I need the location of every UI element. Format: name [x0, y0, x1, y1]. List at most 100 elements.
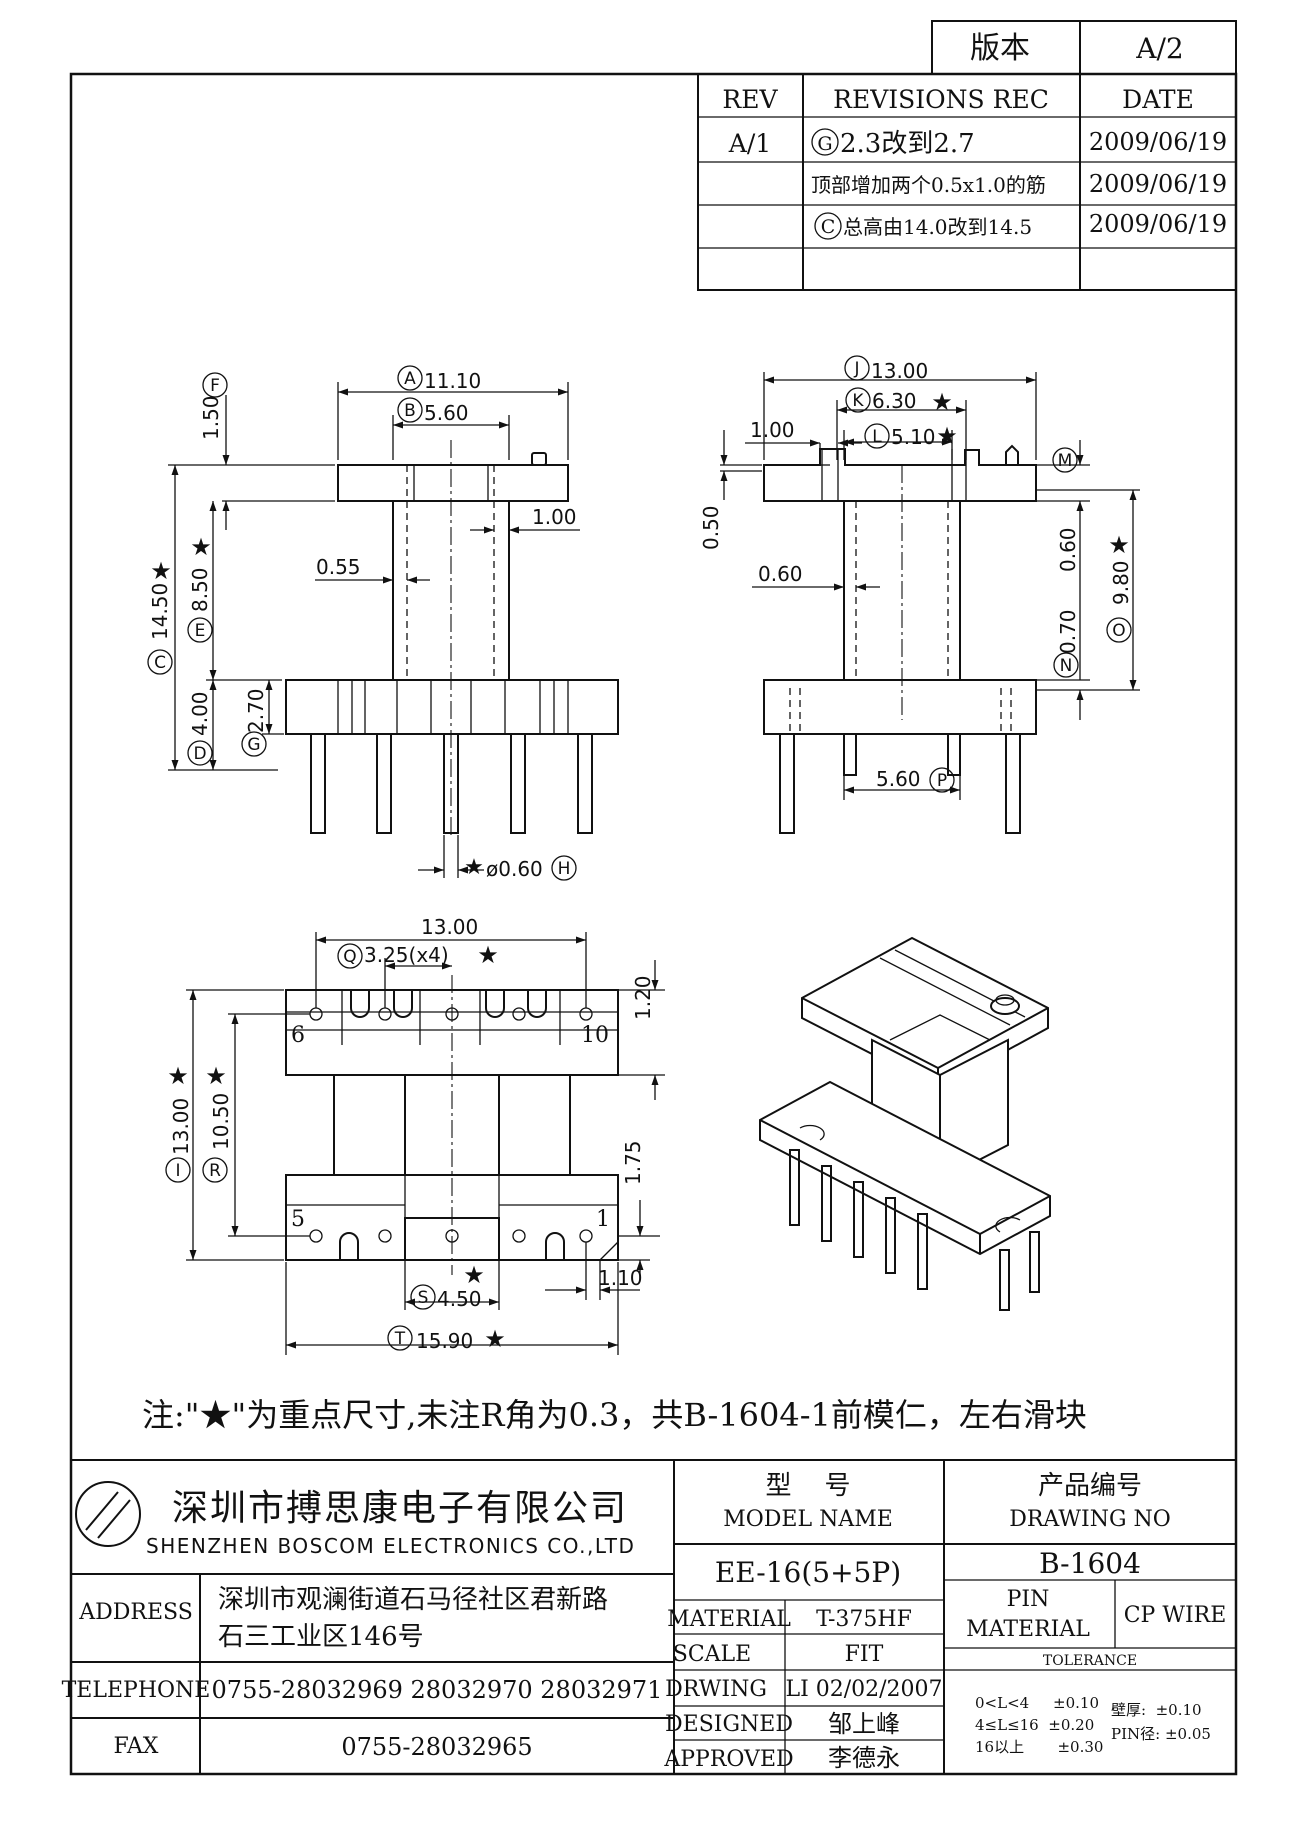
bottom-dim-i: 13.00 — [169, 1098, 193, 1155]
rev-header-date: DATE — [1122, 85, 1194, 114]
front-dim-b: 5.60 — [424, 401, 469, 425]
company-name-en: SHENZHEN BOSCOM ELECTRONICS CO.,LTD — [146, 1534, 635, 1558]
tolerance-label: TOLERANCE — [1043, 1653, 1137, 1669]
bottom-view: 6 10 5 1 ★ 13.00 Q 3.25 — [165, 915, 665, 1355]
front-label-f: F — [210, 376, 220, 396]
telephone-value: 0755-28032969 28032970 28032971 — [212, 1676, 663, 1704]
side-dim-p: 5.60 — [876, 767, 921, 791]
rev-row2-text: 顶部增加两个0.5x1.0的筋 — [811, 173, 1046, 197]
drwing-value: LI 02/02/2007 — [785, 1677, 942, 1702]
side-dim-m: 0.60 — [1056, 527, 1080, 572]
bottom-dim-one: 1.10 — [598, 1266, 643, 1290]
isometric-view — [759, 936, 1051, 1311]
side-star-k: ★ — [931, 388, 953, 416]
address-line2: 石三工业区146号 — [218, 1622, 424, 1652]
pin-label-5: 5 — [291, 1207, 305, 1232]
front-label-c: C — [154, 653, 166, 673]
side-star-o: ★ — [1108, 531, 1130, 559]
side-label-n: N — [1060, 656, 1073, 676]
model-label-en: MODEL NAME — [723, 1507, 893, 1532]
front-dim-e: 8.50 — [188, 567, 212, 612]
front-dim-d: 4.00 — [188, 691, 212, 736]
drawing-no-value: B-1604 — [1039, 1547, 1141, 1580]
front-label-e: E — [195, 621, 206, 641]
tolerance-row2: 4≤L≤16 ±0.20 — [975, 1716, 1094, 1734]
side-dim-one: 1.00 — [750, 418, 795, 442]
front-view: A 11.10 B 5.60 1.00 0.55 F 1.50 14.50 C … — [147, 365, 619, 881]
telephone-label: TELEPHONE — [62, 1678, 211, 1703]
bottom-star-i: ★ — [167, 1062, 189, 1090]
rev-row1-date: 2009/06/19 — [1089, 128, 1227, 156]
side-label-p: P — [937, 771, 947, 791]
bottom-label-r: R — [209, 1161, 221, 1181]
bottom-dim-width: 13.00 — [421, 915, 478, 939]
front-label-b: B — [404, 401, 416, 421]
tolerance-wall: 壁厚: ±0.10 — [1111, 1701, 1202, 1719]
address-label: ADDRESS — [78, 1600, 193, 1625]
bottom-dim-t: 15.90 — [416, 1329, 473, 1353]
drawing-no-label-en: DRAWING NO — [1009, 1507, 1171, 1532]
scale-value: FIT — [845, 1642, 884, 1667]
front-label-g: G — [247, 735, 260, 755]
front-dim-c: 14.50 — [148, 583, 172, 640]
material-label: MATERIAL — [667, 1607, 791, 1632]
front-dim-f: 1.50 — [199, 395, 223, 440]
fax-value: 0755-28032965 — [341, 1733, 532, 1761]
bottom-dim-gap: 1.75 — [621, 1140, 645, 1185]
front-star-e: ★ — [190, 533, 212, 561]
model-label-cn: 型 号 — [765, 1471, 850, 1501]
bottom-dim-q: 3.25(x4) — [364, 943, 449, 967]
side-dim-wall: 0.60 — [758, 562, 803, 586]
company-logo-icon — [75, 1481, 141, 1547]
bottom-label-t: T — [394, 1329, 406, 1349]
drwing-label: DRWING — [665, 1677, 767, 1702]
front-star-c: ★ — [150, 557, 172, 585]
version-label: 版本 — [970, 31, 1030, 66]
bottom-dim-top: 1.20 — [631, 975, 655, 1020]
bottom-label-i: I — [175, 1161, 180, 1181]
revision-table: REV REVISIONS REC DATE A/1 G 2.3改到2.7 20… — [697, 73, 1237, 291]
rev-row3-text: 总高由14.0改到14.5 — [843, 215, 1032, 239]
front-label-a: A — [404, 369, 416, 389]
drawing-no-label-cn: 产品编号 — [1038, 1471, 1142, 1501]
side-label-o: O — [1112, 621, 1125, 641]
side-star-l: ★ — [936, 422, 958, 450]
front-dim-h: ø0.60 — [486, 857, 543, 881]
designed-value: 邹上峰 — [828, 1710, 900, 1738]
side-dim-o: 9.80 — [1109, 560, 1133, 605]
side-dim-l: 5.10 — [891, 425, 936, 449]
front-dim-g: 2.70 — [244, 688, 268, 733]
rev-row3-date: 2009/06/19 — [1089, 210, 1227, 238]
designed-label: DESIGNED — [665, 1712, 793, 1737]
bottom-star-center: ★ — [463, 1261, 485, 1289]
fax-label: FAX — [114, 1734, 159, 1759]
bottom-star-r: ★ — [205, 1062, 227, 1090]
side-label-k: K — [852, 391, 864, 411]
rev-row2-date: 2009/06/19 — [1089, 170, 1227, 198]
side-dim-j: 13.00 — [871, 359, 928, 383]
rev-row1-rev: A/1 — [728, 129, 771, 158]
side-label-j: J — [853, 359, 859, 379]
side-dim-k: 6.30 — [872, 389, 917, 413]
drawing-note: 注:"★"为重点尺寸,未注R角为0.3，共B-1604-1前模仁，左右滑块 — [142, 1396, 1087, 1434]
address-line1: 深圳市观澜街道石马径社区君新路 — [218, 1585, 608, 1615]
side-label-l: L — [872, 427, 882, 447]
title-block: 深圳市搏思康电子有限公司 SHENZHEN BOSCOM ELECTRONICS… — [62, 1459, 1236, 1774]
rev-header-rec: REVISIONS REC — [833, 85, 1049, 114]
company-name-cn: 深圳市搏思康电子有限公司 — [172, 1488, 628, 1529]
pin-label-10: 10 — [581, 1023, 609, 1048]
front-label-h: H — [558, 859, 571, 879]
bottom-dim-s: 4.50 — [437, 1287, 482, 1311]
model-value: EE-16(5+5P) — [715, 1556, 901, 1589]
approved-value: 李德永 — [828, 1744, 900, 1772]
rev-row1-mark: G — [817, 133, 832, 155]
pin-label-line2: MATERIAL — [966, 1617, 1090, 1642]
pin-label-line1: PIN — [1007, 1587, 1050, 1612]
material-value: T-375HF — [816, 1607, 912, 1632]
bottom-star-q: ★ — [477, 941, 499, 969]
pin-material-value: CP WIRE — [1124, 1603, 1227, 1628]
pin-label-1: 1 — [596, 1207, 610, 1232]
version-box: 版本 A/2 — [931, 20, 1237, 75]
sheet-border — [69, 72, 1238, 1776]
